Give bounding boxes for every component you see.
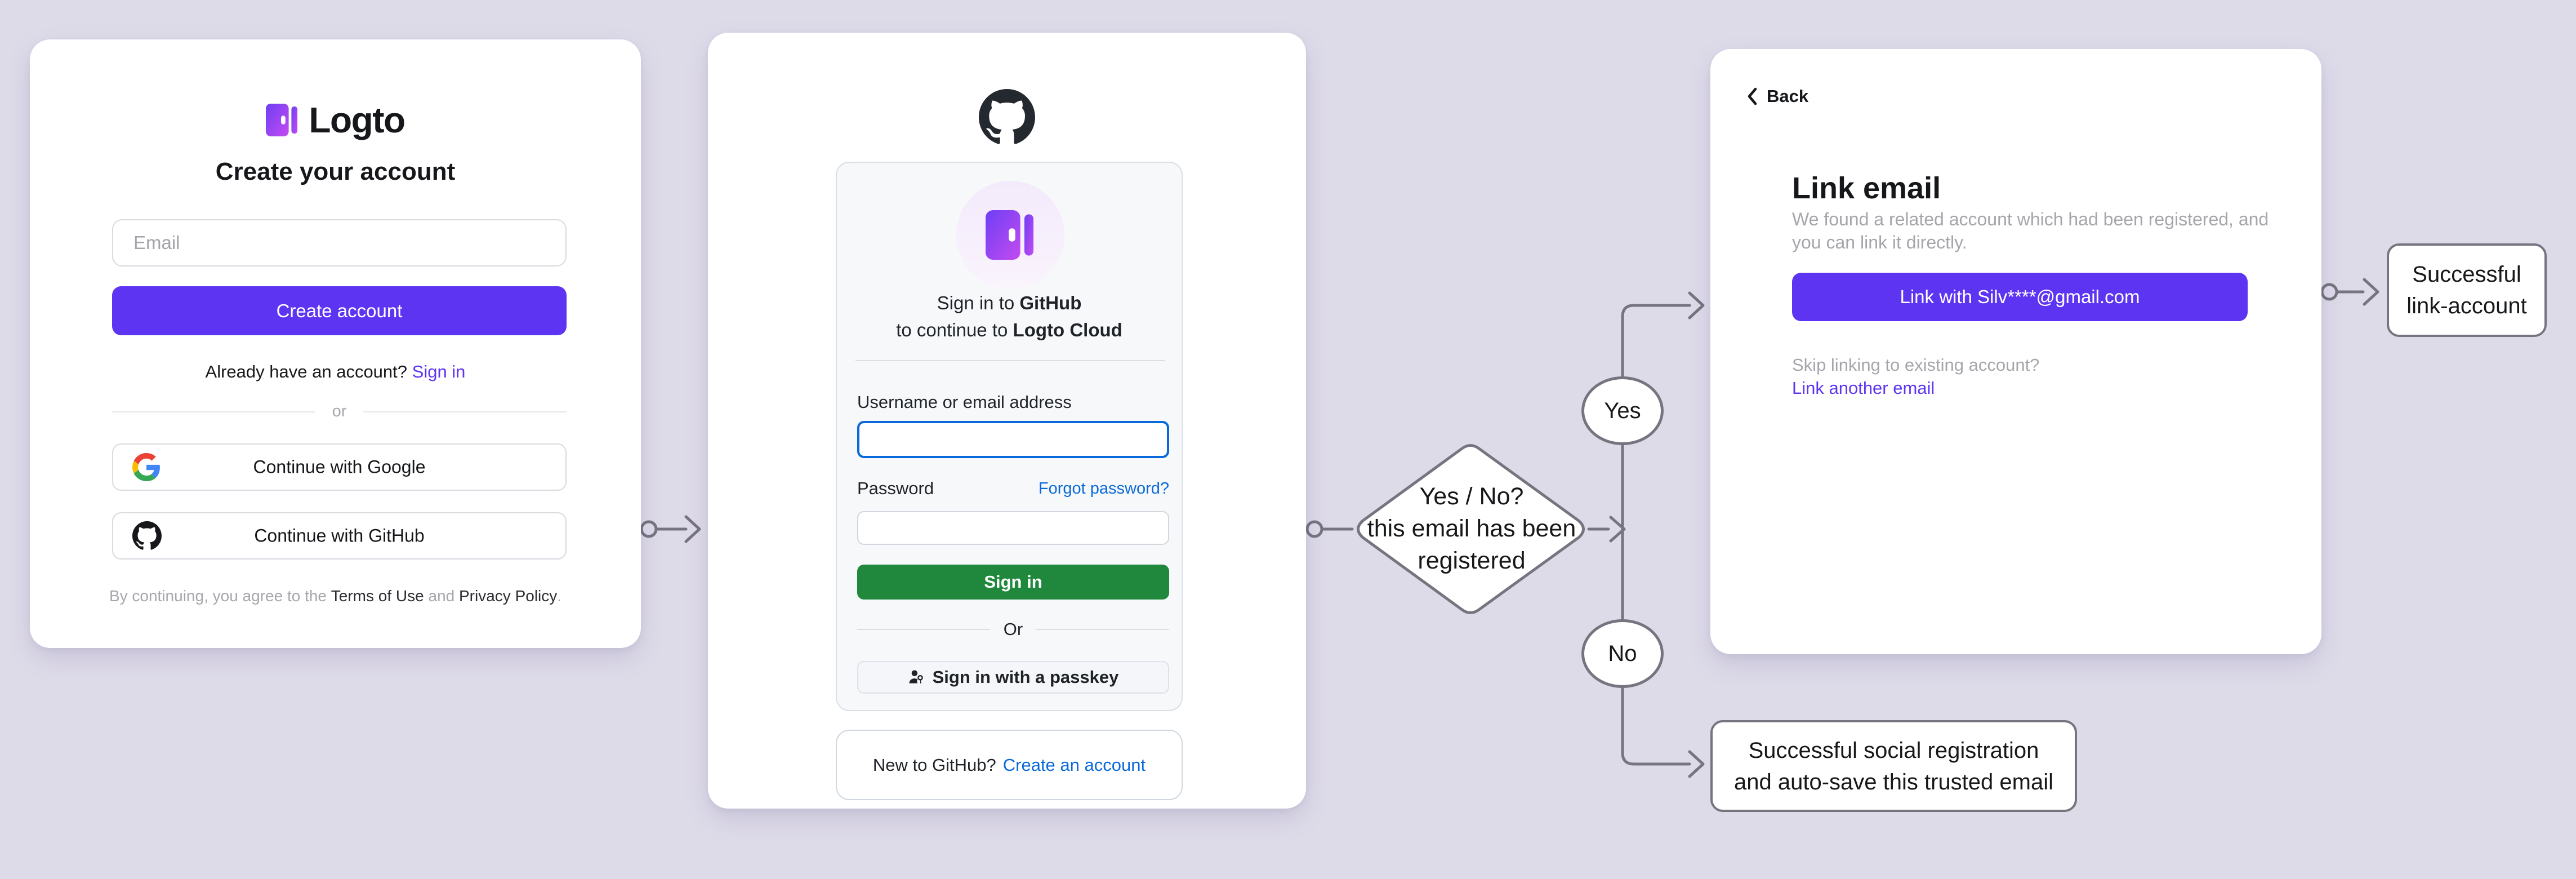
divider-label: Or — [1003, 619, 1023, 639]
signin-prompt-text: Already have an account? — [205, 362, 408, 381]
divider-line — [363, 411, 567, 412]
forgot-password-link[interactable]: Forgot password? — [1038, 479, 1169, 498]
signin-heading-line1: Sign in to GitHub — [837, 292, 1182, 314]
back-chevron-icon — [1748, 87, 1757, 105]
logto-app-badge — [956, 181, 1064, 289]
terms-suffix: . — [557, 587, 562, 605]
arrowhead-icon — [2363, 278, 2379, 306]
terms-of-use-link[interactable]: Terms of Use — [331, 587, 424, 605]
page-title: Create your account — [215, 158, 456, 185]
continue-github-label: Continue with GitHub — [254, 525, 425, 546]
or-divider: or — [112, 402, 567, 421]
connector-start-dot — [1305, 520, 1323, 538]
divider-line — [857, 629, 990, 630]
signin-link[interactable]: Sign in — [412, 362, 466, 381]
branch-no-node: No — [1581, 619, 1664, 688]
password-row: Password Forgot password? — [857, 478, 1169, 499]
password-input[interactable] — [857, 511, 1169, 545]
logto-door-icon — [986, 210, 1034, 260]
decision-diamond-label: Yes / No? this email has been registered — [1353, 481, 1590, 577]
github-octocat-logo — [708, 89, 1306, 145]
new-to-github-text: New to GitHub? — [872, 754, 996, 775]
continue-github-button[interactable]: Continue with GitHub — [112, 512, 567, 560]
passkey-signin-button[interactable]: Sign in with a passkey — [857, 661, 1169, 694]
terms-prefix: By continuing, you agree to the — [109, 587, 327, 605]
username-input[interactable] — [857, 421, 1169, 458]
decision-line1: Yes / No? — [1419, 483, 1524, 510]
decision-line2: this email has been — [1367, 515, 1576, 542]
connector-start-dot — [2320, 283, 2338, 301]
signin-prompt: Already have an account? Sign in — [30, 362, 641, 382]
link-email-card: Back Link email We found a related accou… — [1710, 49, 2321, 654]
passkey-signin-label: Sign in with a passkey — [932, 667, 1119, 687]
signin-heading-line2: to continue to Logto Cloud — [837, 319, 1182, 341]
divider-line — [1036, 629, 1169, 630]
logto-brand-text: Logto — [309, 100, 405, 140]
branch-yes-node: Yes — [1581, 376, 1664, 445]
logto-logo: Logto — [30, 99, 641, 141]
link-with-email-button[interactable]: Link with Silv****@gmail.com — [1792, 273, 2248, 321]
outcome-link-account-box: Successful link-account — [2387, 243, 2547, 337]
description-line1: We found a related account which had bee… — [1792, 209, 2269, 229]
continue-google-label: Continue with Google — [253, 456, 426, 477]
google-icon — [132, 453, 161, 481]
connector-start-dot — [640, 520, 658, 538]
link-another-email-link[interactable]: Link another email — [1792, 378, 1935, 398]
new-to-github-box: New to GitHub? Create an account — [836, 730, 1183, 800]
arrowhead-icon — [684, 515, 701, 543]
continue-to-target: Logto Cloud — [1013, 319, 1122, 340]
outcome-link-line2: link-account — [2406, 294, 2527, 318]
divider-label: or — [332, 402, 347, 420]
terms-conjunction: and — [428, 587, 455, 605]
back-label: Back — [1767, 86, 1809, 106]
github-signin-button[interactable]: Sign in — [857, 565, 1169, 600]
terms-text: By continuing, you agree to the Terms of… — [30, 587, 641, 605]
description-line2: you can link it directly. — [1792, 232, 1967, 252]
continue-google-button[interactable]: Continue with Google — [112, 443, 567, 491]
create-account-button[interactable]: Create account — [112, 286, 567, 335]
link-email-title: Link email — [1792, 171, 1941, 205]
github-icon — [132, 521, 162, 551]
arrowhead-icon — [1688, 750, 1705, 778]
skip-linking-text: Skip linking to existing account? — [1792, 355, 2040, 375]
github-signin-panel: Sign in to GitHub to continue to Logto C… — [836, 162, 1183, 711]
outcome-link-line1: Successful — [2412, 262, 2521, 287]
outcome-social-line1: Successful social registration — [1748, 738, 2039, 763]
panel-divider — [855, 360, 1165, 361]
username-label: Username or email address — [857, 392, 1072, 412]
passkey-icon — [909, 670, 923, 684]
arrowhead-icon — [1609, 516, 1626, 543]
no-label: No — [1608, 641, 1637, 666]
or-divider: Or — [857, 619, 1169, 640]
signin-to-text: Sign in to — [937, 292, 1015, 313]
create-github-account-link[interactable]: Create an account — [1002, 754, 1146, 775]
privacy-policy-link[interactable]: Privacy Policy — [459, 587, 558, 605]
divider-line — [112, 411, 315, 412]
decision-line3: registered — [1418, 547, 1526, 574]
signin-to-target: GitHub — [1019, 292, 1082, 313]
email-input[interactable] — [112, 219, 567, 267]
yes-label: Yes — [1604, 398, 1641, 423]
outcome-social-line2: and auto-save this trusted email — [1734, 769, 2053, 794]
back-button[interactable]: Back — [1746, 86, 1808, 106]
arrowhead-icon — [1688, 291, 1705, 319]
outcome-social-registration-box: Successful social registration and auto-… — [1710, 720, 2077, 812]
continue-to-text: to continue to — [896, 319, 1008, 340]
password-label: Password — [857, 478, 934, 498]
github-signin-card: Sign in to GitHub to continue to Logto C… — [708, 33, 1306, 809]
logto-door-icon — [266, 104, 298, 136]
link-email-description: We found a related account which had bee… — [1792, 208, 2269, 254]
decision-diamond-shape — [1357, 444, 1585, 614]
logto-signup-card: Logto Create your account Create account… — [30, 39, 641, 648]
